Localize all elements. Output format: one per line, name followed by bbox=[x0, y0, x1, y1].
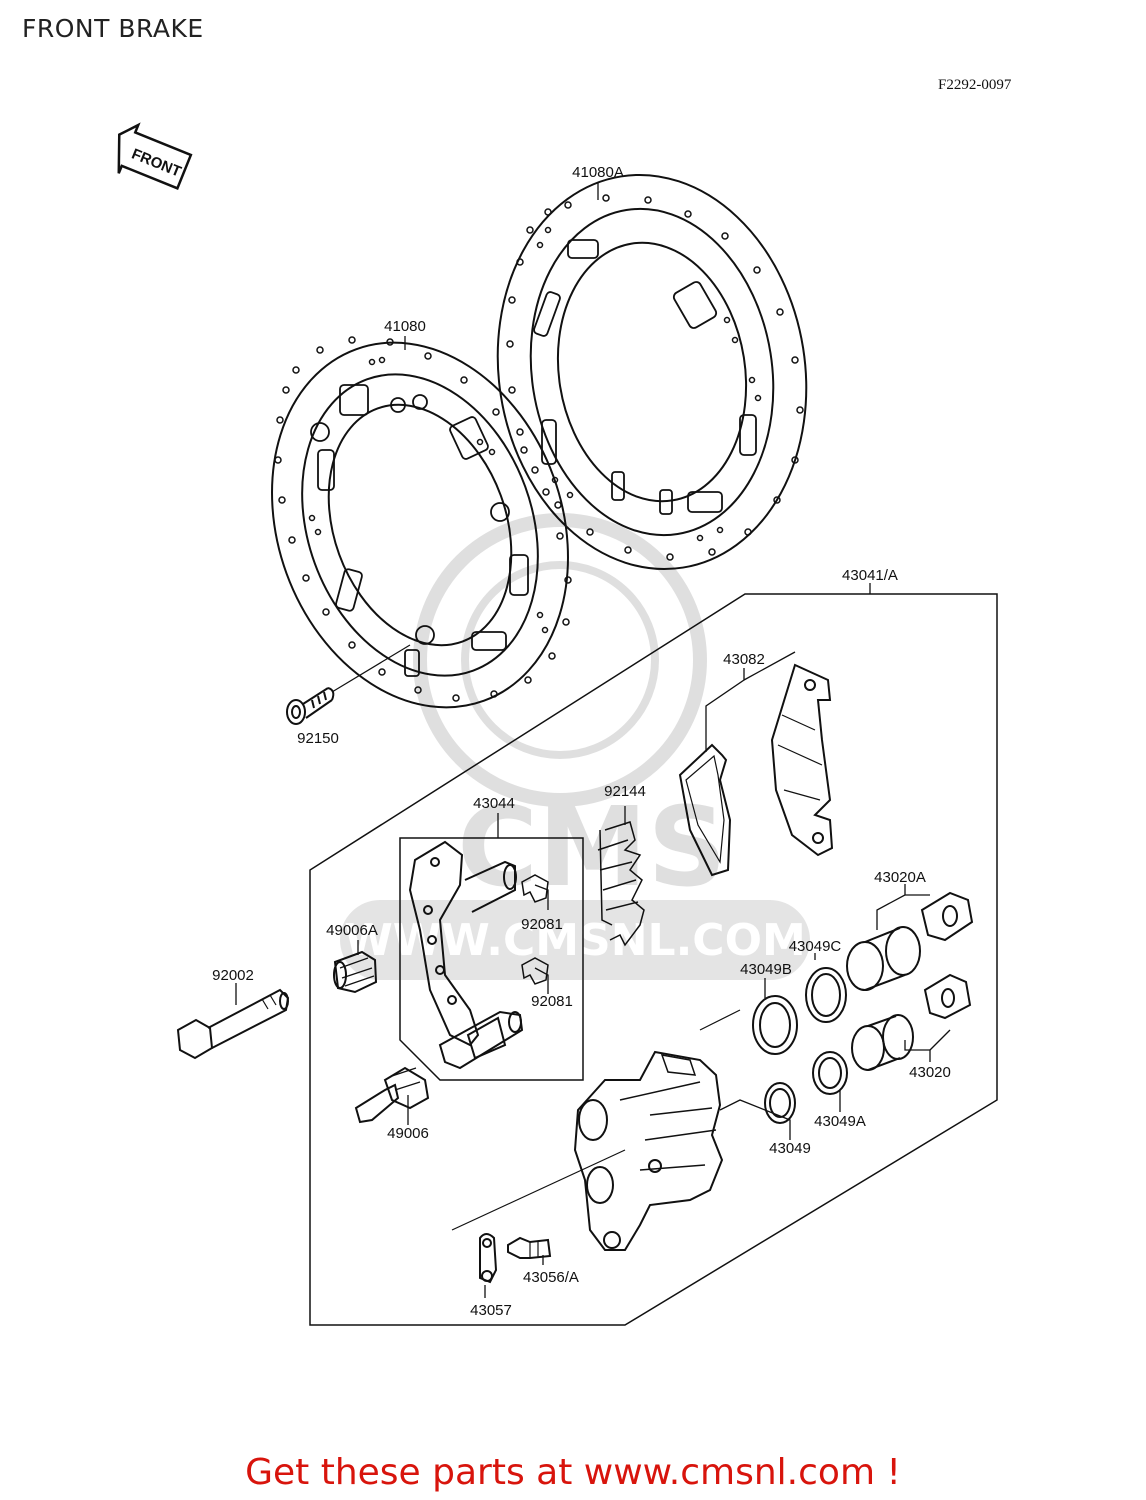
seal-43049C bbox=[805, 967, 847, 1023]
label-43057: 43057 bbox=[470, 1302, 512, 1319]
label-92081-lower: 92081 bbox=[531, 993, 573, 1010]
bleed-cap-43057 bbox=[479, 1233, 498, 1284]
seal-43049A bbox=[812, 1051, 848, 1095]
label-43049B: 43049B bbox=[740, 961, 792, 978]
label-43044: 43044 bbox=[473, 795, 515, 812]
label-43056A: 43056/A bbox=[523, 1269, 579, 1286]
piston-43020A bbox=[846, 926, 921, 991]
front-direction-arrow-icon: FRONT bbox=[117, 122, 193, 190]
caliper-bracket-43044 bbox=[408, 840, 524, 1070]
boot-49006A bbox=[333, 950, 378, 994]
bolt-92150 bbox=[286, 644, 411, 725]
figure-code: F2292-0097 bbox=[938, 77, 1012, 93]
watermark: CMS WWW.CMSNL.COM bbox=[340, 513, 810, 980]
label-43020: 43020 bbox=[909, 1064, 951, 1081]
piston-43020 bbox=[851, 1014, 914, 1071]
brake-pad-43082 bbox=[678, 663, 834, 877]
label-92081-upper: 92081 bbox=[521, 916, 563, 933]
label-41080: 41080 bbox=[384, 318, 426, 335]
brake-disc-41080 bbox=[271, 336, 572, 709]
watermark-logo-text: CMS bbox=[457, 783, 726, 911]
label-43082: 43082 bbox=[723, 651, 765, 668]
bracket-box bbox=[399, 837, 584, 1081]
leader-lines bbox=[235, 182, 951, 1298]
label-92150: 92150 bbox=[297, 730, 339, 747]
bleed-valve-43056A bbox=[507, 1236, 552, 1259]
pad-retainer-92081-upper bbox=[521, 874, 549, 903]
brake-disc-41080A bbox=[496, 173, 808, 571]
bolt-92002 bbox=[176, 988, 290, 1060]
svg-text:FRONT: FRONT bbox=[129, 146, 183, 181]
bleed-cap-lower bbox=[923, 973, 972, 1020]
label-43020A: 43020A bbox=[874, 869, 926, 886]
seal-43049 bbox=[764, 1082, 796, 1124]
boot-pin-49006 bbox=[354, 1066, 430, 1124]
label-49006A: 49006A bbox=[326, 922, 378, 939]
watermark-url-text: WWW.CMSNL.COM bbox=[344, 915, 806, 966]
part-labels: 41080A 41080 43041/A 43082 92150 92144 4… bbox=[212, 164, 951, 1319]
caliper-assembly-outline bbox=[309, 593, 998, 1326]
bleed-cap-upper bbox=[920, 891, 974, 942]
seal-43049B bbox=[752, 995, 798, 1055]
caliper-body bbox=[573, 1050, 724, 1251]
page-title: FRONT BRAKE bbox=[22, 14, 204, 43]
label-92002: 92002 bbox=[212, 967, 254, 984]
footer-shop-link[interactable]: Get these parts at www.cmsnl.com ! bbox=[245, 1452, 901, 1493]
label-43049: 43049 bbox=[769, 1140, 811, 1157]
label-41080A: 41080A bbox=[572, 164, 624, 181]
label-43049C: 43049C bbox=[789, 938, 842, 955]
spring-92144 bbox=[597, 821, 645, 947]
label-49006: 49006 bbox=[387, 1125, 429, 1142]
pad-retainer-92081-lower bbox=[521, 957, 549, 985]
label-92144: 92144 bbox=[604, 783, 646, 800]
label-43041A: 43041/A bbox=[842, 567, 898, 584]
exploded-parts-diagram: CMS WWW.CMSNL.COM FRONT bbox=[117, 122, 998, 1326]
label-43049A: 43049A bbox=[814, 1113, 866, 1130]
